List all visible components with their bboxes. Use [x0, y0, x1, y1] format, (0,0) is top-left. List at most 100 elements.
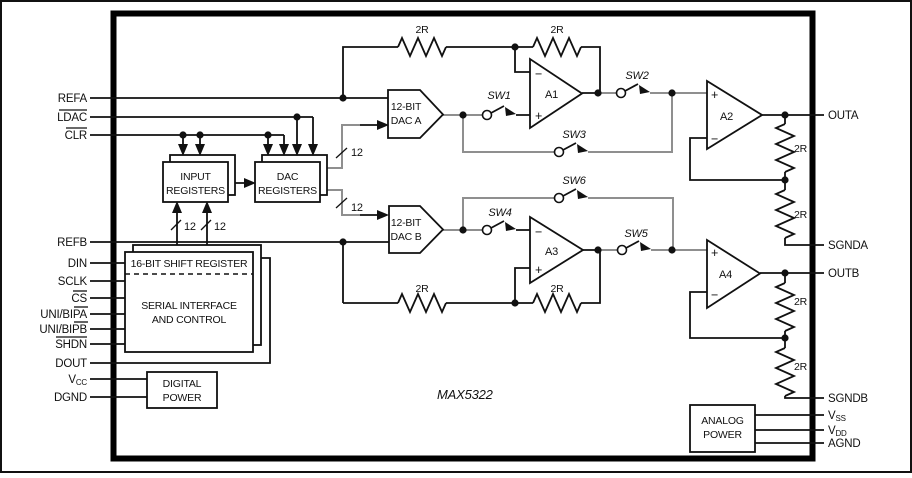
switches: SW1 SW2 SW3 SW4 SW5: [481, 70, 651, 256]
right-pin-labels: OUTA SGNDA OUTB SGNDB VSS VDD AGND: [828, 110, 869, 450]
input-registers-label1: INPUT: [180, 171, 211, 183]
wire-a3-noninverting: [514, 267, 530, 303]
bus-slash: [335, 197, 348, 209]
serial-box: [124, 251, 254, 353]
bus-slash: [335, 147, 348, 159]
a4-minus-sign: −: [711, 288, 718, 302]
bus-width-label: 12: [351, 147, 363, 159]
pin-label-outa: OUTA: [828, 110, 859, 122]
opamps: − + A1 + − A2 − + A3 + − A4: [529, 57, 764, 310]
power-blocks: DIGITAL POWER ANALOG POWER: [146, 371, 756, 453]
resistor-label: 2R: [415, 283, 429, 295]
pin-label-vcc: VCC: [68, 374, 87, 387]
gray-wires: [320, 92, 707, 251]
wire-refb: [90, 241, 389, 303]
sw1-label: SW1: [487, 90, 510, 102]
analog-power-box: [689, 404, 756, 453]
left-pin-labels: REFA LDAC CLR REFB DIN SCLK CS UNI/BIPA …: [39, 93, 88, 404]
a3-minus-sign: −: [535, 225, 542, 239]
resistor-label: 2R: [794, 143, 808, 155]
a1-label: A1: [545, 89, 558, 101]
wire-a2-feedback: [689, 137, 785, 181]
pin-label-refa: REFA: [58, 93, 88, 105]
sw3-label: SW3: [562, 129, 586, 141]
arrow-up: [202, 201, 212, 213]
dac-registers-label1: DAC: [277, 171, 299, 183]
resistor-labels: 2R 2R 2R 2R 2R 2R 2R 2R: [415, 24, 807, 373]
sw5-label: SW5: [624, 228, 648, 240]
sw4-contact: [481, 224, 493, 236]
wire-dout: [90, 257, 271, 364]
serial-interface-label1: SERIAL INTERFACE: [141, 300, 237, 312]
wire-sw6-to-a4: [588, 197, 674, 250]
resistor-2r-outb-upper: [773, 282, 797, 332]
register-blocks: INPUT REGISTERS DAC REGISTERS: [162, 154, 328, 203]
wire-sw3-to-a2: [588, 93, 673, 153]
sw2-contact: [615, 87, 627, 99]
pin-label-din: DIN: [68, 258, 87, 270]
a2-label: A2: [720, 111, 733, 123]
pin-label-sclk: SCLK: [58, 276, 88, 288]
pin-label-sgndb: SGNDB: [828, 393, 868, 405]
bus-width-label: 12: [351, 202, 363, 214]
pin-label-uni-bipa: UNI/BIPA: [40, 309, 87, 321]
resistor-label: 2R: [794, 361, 808, 373]
sw6-contact: [553, 192, 565, 204]
chip-boundary: [110, 10, 816, 462]
bus-annotations: 12 12 12 12: [170, 147, 363, 233]
opamp-a1: [529, 57, 584, 130]
analog-power-label1: ANALOG: [701, 415, 744, 427]
resistor-2r-top-right: [532, 35, 582, 59]
resistors: [397, 35, 797, 397]
switch-sw4: SW4: [481, 207, 516, 236]
a4-plus-sign: +: [711, 246, 718, 260]
part-number-label: MAX5322: [437, 387, 494, 402]
analog-power-label2: POWER: [703, 429, 742, 441]
sw3-contact: [553, 146, 565, 158]
arrow-down: [279, 144, 289, 156]
arrow-right: [244, 178, 256, 188]
bus-wire-dac-a: [320, 124, 360, 169]
wires-serial-inputs: [90, 262, 125, 345]
a1-plus-sign: +: [535, 109, 542, 123]
resistor-2r-outa-lower: [773, 189, 797, 239]
dac-b-pentagon: [388, 205, 445, 254]
bus-width-label: 12: [214, 221, 226, 233]
dac-a-pentagon: [387, 89, 445, 139]
pin-label-vdd: VDD: [828, 425, 847, 438]
a3-label: A3: [545, 246, 558, 258]
a3-plus-sign: +: [535, 263, 542, 277]
opamp-a3: [529, 215, 585, 285]
switch-sw5: SW5: [616, 228, 651, 256]
arrow-down: [292, 144, 302, 156]
pin-label-uni-bipb: UNI/BIPB: [39, 324, 87, 336]
switch-sw1: SW1: [481, 90, 516, 121]
switch-sw6: SW6: [553, 175, 588, 204]
arrow-right: [377, 120, 389, 130]
serial-interface-block: 16-BIT SHIFT REGISTER SERIAL INTERFACE A…: [124, 244, 262, 353]
pin-label-sgnda: SGNDA: [828, 240, 868, 252]
wires-digital-power: [90, 378, 147, 398]
resistor-2r-outb-lower: [773, 347, 797, 397]
wire-ldac: [90, 116, 314, 146]
resistor-2r-bottom-left: [397, 291, 447, 315]
dac-b-label2: DAC B: [390, 231, 421, 243]
junction-dots: [179, 43, 789, 342]
pin-label-refb: REFB: [57, 237, 87, 249]
wires-bus-arrow-ends: [360, 124, 378, 216]
switch-sw3: SW3: [553, 129, 588, 158]
opamp-a4: [706, 238, 762, 310]
dac-a-label2: DAC A: [391, 115, 422, 127]
resistor-label: 2R: [550, 24, 564, 36]
resistor-label: 2R: [794, 209, 808, 221]
input-registers-label2: REGISTERS: [166, 185, 225, 197]
resistor-2r-top-left: [397, 35, 447, 59]
a2-plus-sign: +: [711, 88, 718, 102]
opamp-a2: [706, 79, 764, 151]
digital-power-label2: POWER: [163, 392, 202, 404]
wires-sw-to-amp-inputs: [516, 114, 530, 231]
resistor-label: 2R: [415, 24, 429, 36]
arrow-down: [178, 144, 188, 156]
